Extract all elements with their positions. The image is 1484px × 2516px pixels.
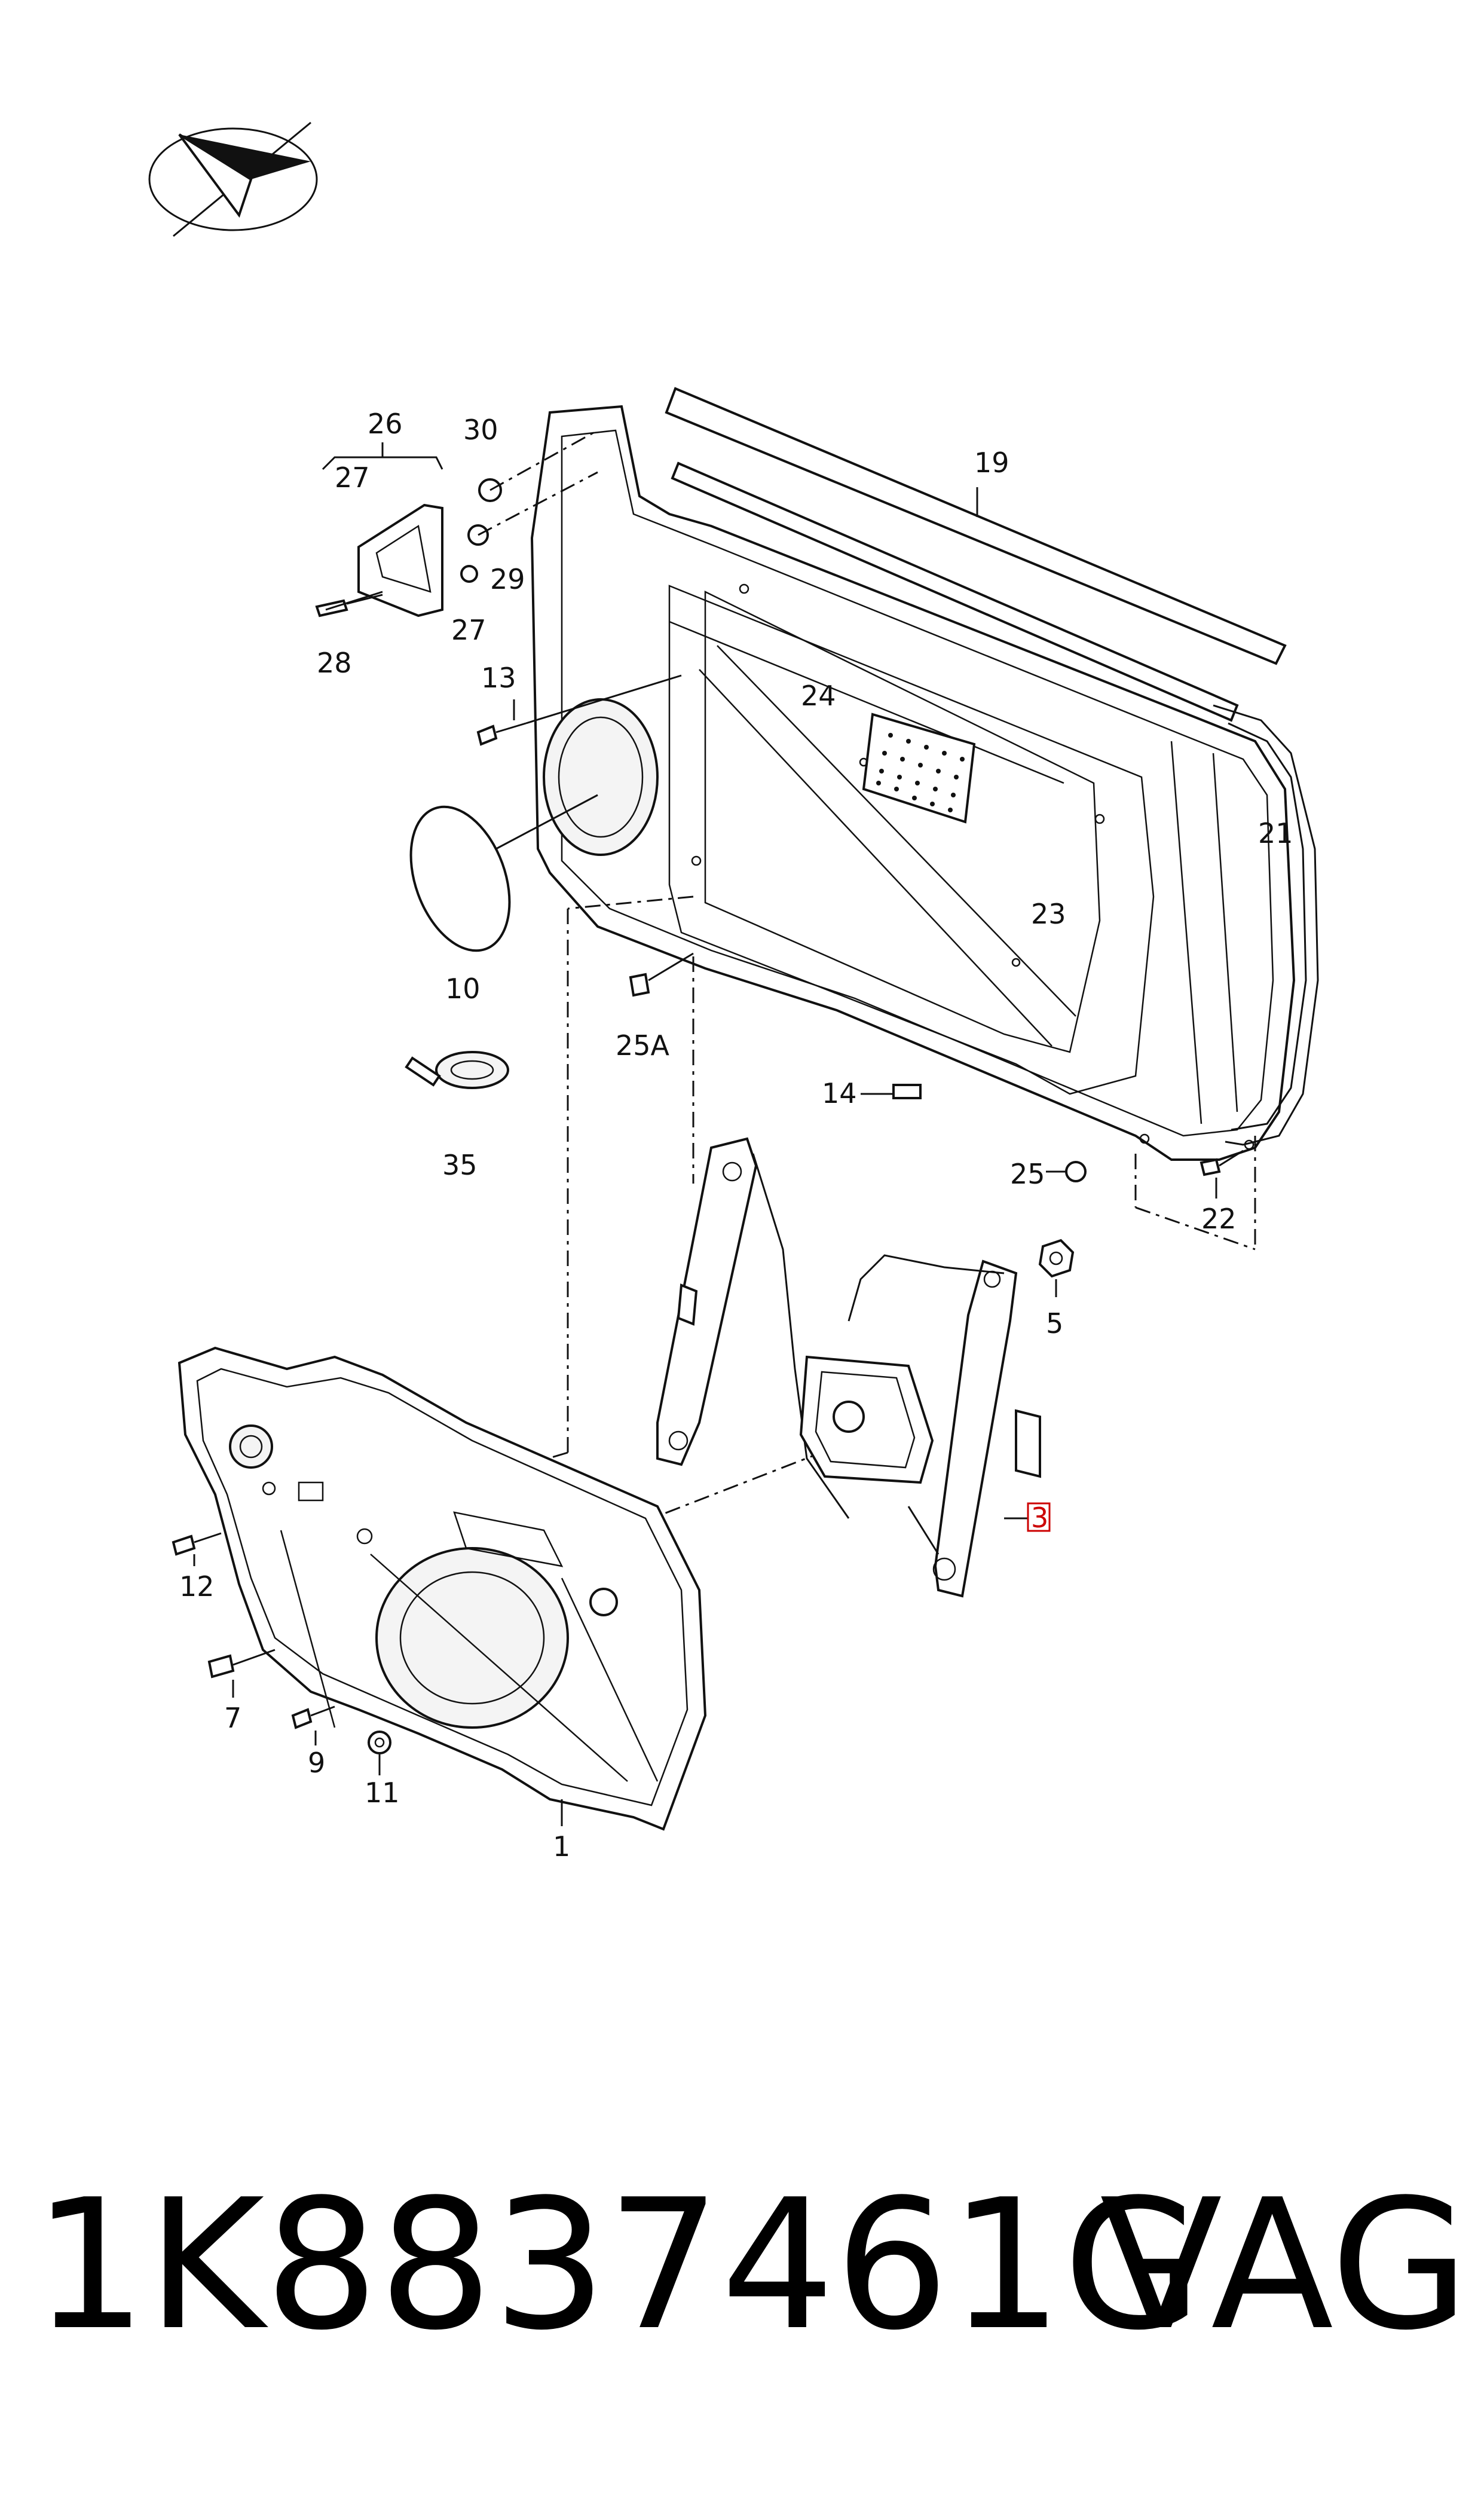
callout-30: 30 — [463, 414, 498, 446]
speaker-cover — [409, 794, 598, 952]
callout-24: 24 — [801, 680, 836, 712]
screw-13 — [476, 674, 682, 746]
callout-11: 11 — [365, 1777, 400, 1809]
callout-26: 26 — [368, 408, 403, 440]
clip-14 — [861, 1084, 922, 1099]
callout-3-highlight-box — [1027, 1502, 1051, 1532]
callout-10: 10 — [445, 973, 481, 1005]
mirror-trim-cover — [322, 442, 443, 617]
callout-7: 7 — [224, 1702, 241, 1734]
callout-28: 28 — [317, 647, 352, 679]
callout-1: 1 — [553, 1830, 570, 1863]
callout-19: 19 — [974, 447, 1009, 479]
door-module-carrier — [178, 1346, 707, 1831]
clip-25a — [629, 952, 694, 997]
callout-13: 13 — [481, 662, 516, 694]
brand-label: VAG — [1100, 2161, 1470, 2370]
direction-arrow-logo-icon — [148, 121, 318, 237]
callout-27-bottom: 27 — [451, 614, 486, 646]
fasteners-25-22 — [1046, 1150, 1244, 1199]
callout-5: 5 — [1046, 1307, 1063, 1340]
nut-5 — [1038, 1239, 1075, 1297]
callout-21: 21 — [1258, 817, 1293, 849]
carrier-fasteners — [172, 1532, 391, 1775]
callout-14: 14 — [822, 1077, 857, 1109]
mirror-fasteners — [315, 429, 598, 617]
callout-25: 25 — [1010, 1158, 1045, 1190]
insulation-pad — [862, 713, 976, 824]
callout-27-top: 27 — [335, 461, 370, 494]
adhesive-tape-roll — [405, 1051, 509, 1089]
window-regulator — [656, 1137, 1041, 1598]
callout-12: 12 — [179, 1570, 215, 1603]
callout-22: 22 — [1201, 1203, 1237, 1235]
exploded-parts-diagram: 19 21 24 23 26 27 30 29 27 28 13 10 25A … — [148, 121, 1319, 1863]
callout-25a: 25A — [616, 1029, 670, 1062]
assembly-leader-lines — [507, 895, 1256, 1549]
callout-3: 3 — [1031, 1502, 1048, 1534]
callout-9: 9 — [308, 1747, 325, 1779]
window-seal-strip — [665, 387, 1287, 722]
part-number: 1K8837461G — [33, 2161, 1203, 2370]
callout-29: 29 — [490, 563, 525, 595]
callout-35: 35 — [442, 1149, 478, 1181]
callout-23: 23 — [1031, 898, 1066, 930]
